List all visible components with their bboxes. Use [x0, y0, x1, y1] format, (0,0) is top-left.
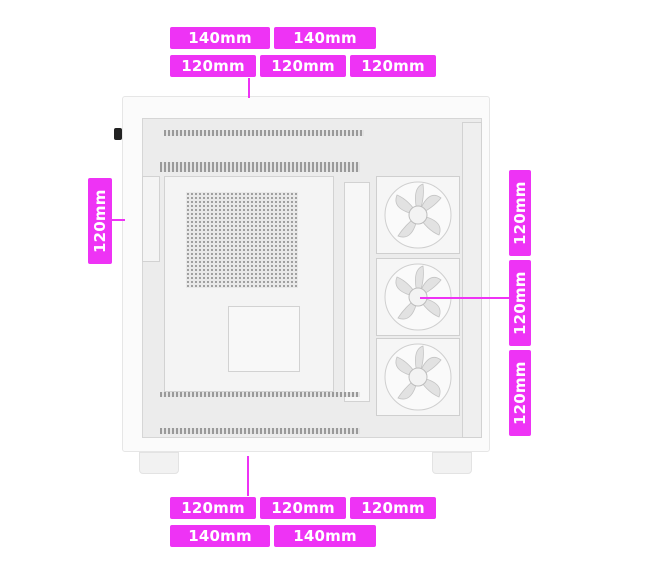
mount-plate: [228, 306, 300, 372]
front-glass-edge: [462, 122, 482, 438]
cpu-cutout: [186, 192, 298, 288]
case-foot-left: [139, 452, 179, 474]
bottom-140mm-label-1: 140mm: [170, 525, 270, 547]
vertical-bracket: [344, 182, 370, 402]
top-vent: [164, 130, 364, 136]
front-fan-2: [376, 258, 460, 336]
fan-icon: [384, 181, 452, 249]
bottom-120mm-label-3: 120mm: [350, 497, 436, 519]
right-connector: [420, 297, 510, 299]
power-button-icon: [114, 128, 122, 140]
lower-vent: [160, 392, 360, 397]
top-120mm-label-1: 120mm: [170, 55, 256, 77]
bottom-120mm-label-2: 120mm: [260, 497, 346, 519]
right-120mm-label-2: 120mm: [509, 260, 531, 346]
top-140mm-label-2: 140mm: [274, 27, 376, 49]
front-fan-1: [376, 176, 460, 254]
front-fan-3: [376, 338, 460, 416]
bottom-vent: [160, 428, 360, 434]
left-connector: [111, 219, 125, 221]
top-120mm-label-3: 120mm: [350, 55, 436, 77]
left-120mm-label: 120mm: [88, 178, 112, 264]
side-fan-bracket: [142, 176, 160, 262]
fan-icon: [384, 263, 452, 331]
bottom-connector: [247, 456, 249, 496]
top-connector: [248, 78, 250, 98]
fan-icon: [384, 343, 452, 411]
case-foot-right: [432, 452, 472, 474]
top-120mm-label-2: 120mm: [260, 55, 346, 77]
upper-vent: [160, 162, 360, 172]
bottom-120mm-label-1: 120mm: [170, 497, 256, 519]
top-140mm-label-1: 140mm: [170, 27, 270, 49]
right-120mm-label-1: 120mm: [509, 170, 531, 256]
bottom-140mm-label-2: 140mm: [274, 525, 376, 547]
right-120mm-label-3: 120mm: [509, 350, 531, 436]
